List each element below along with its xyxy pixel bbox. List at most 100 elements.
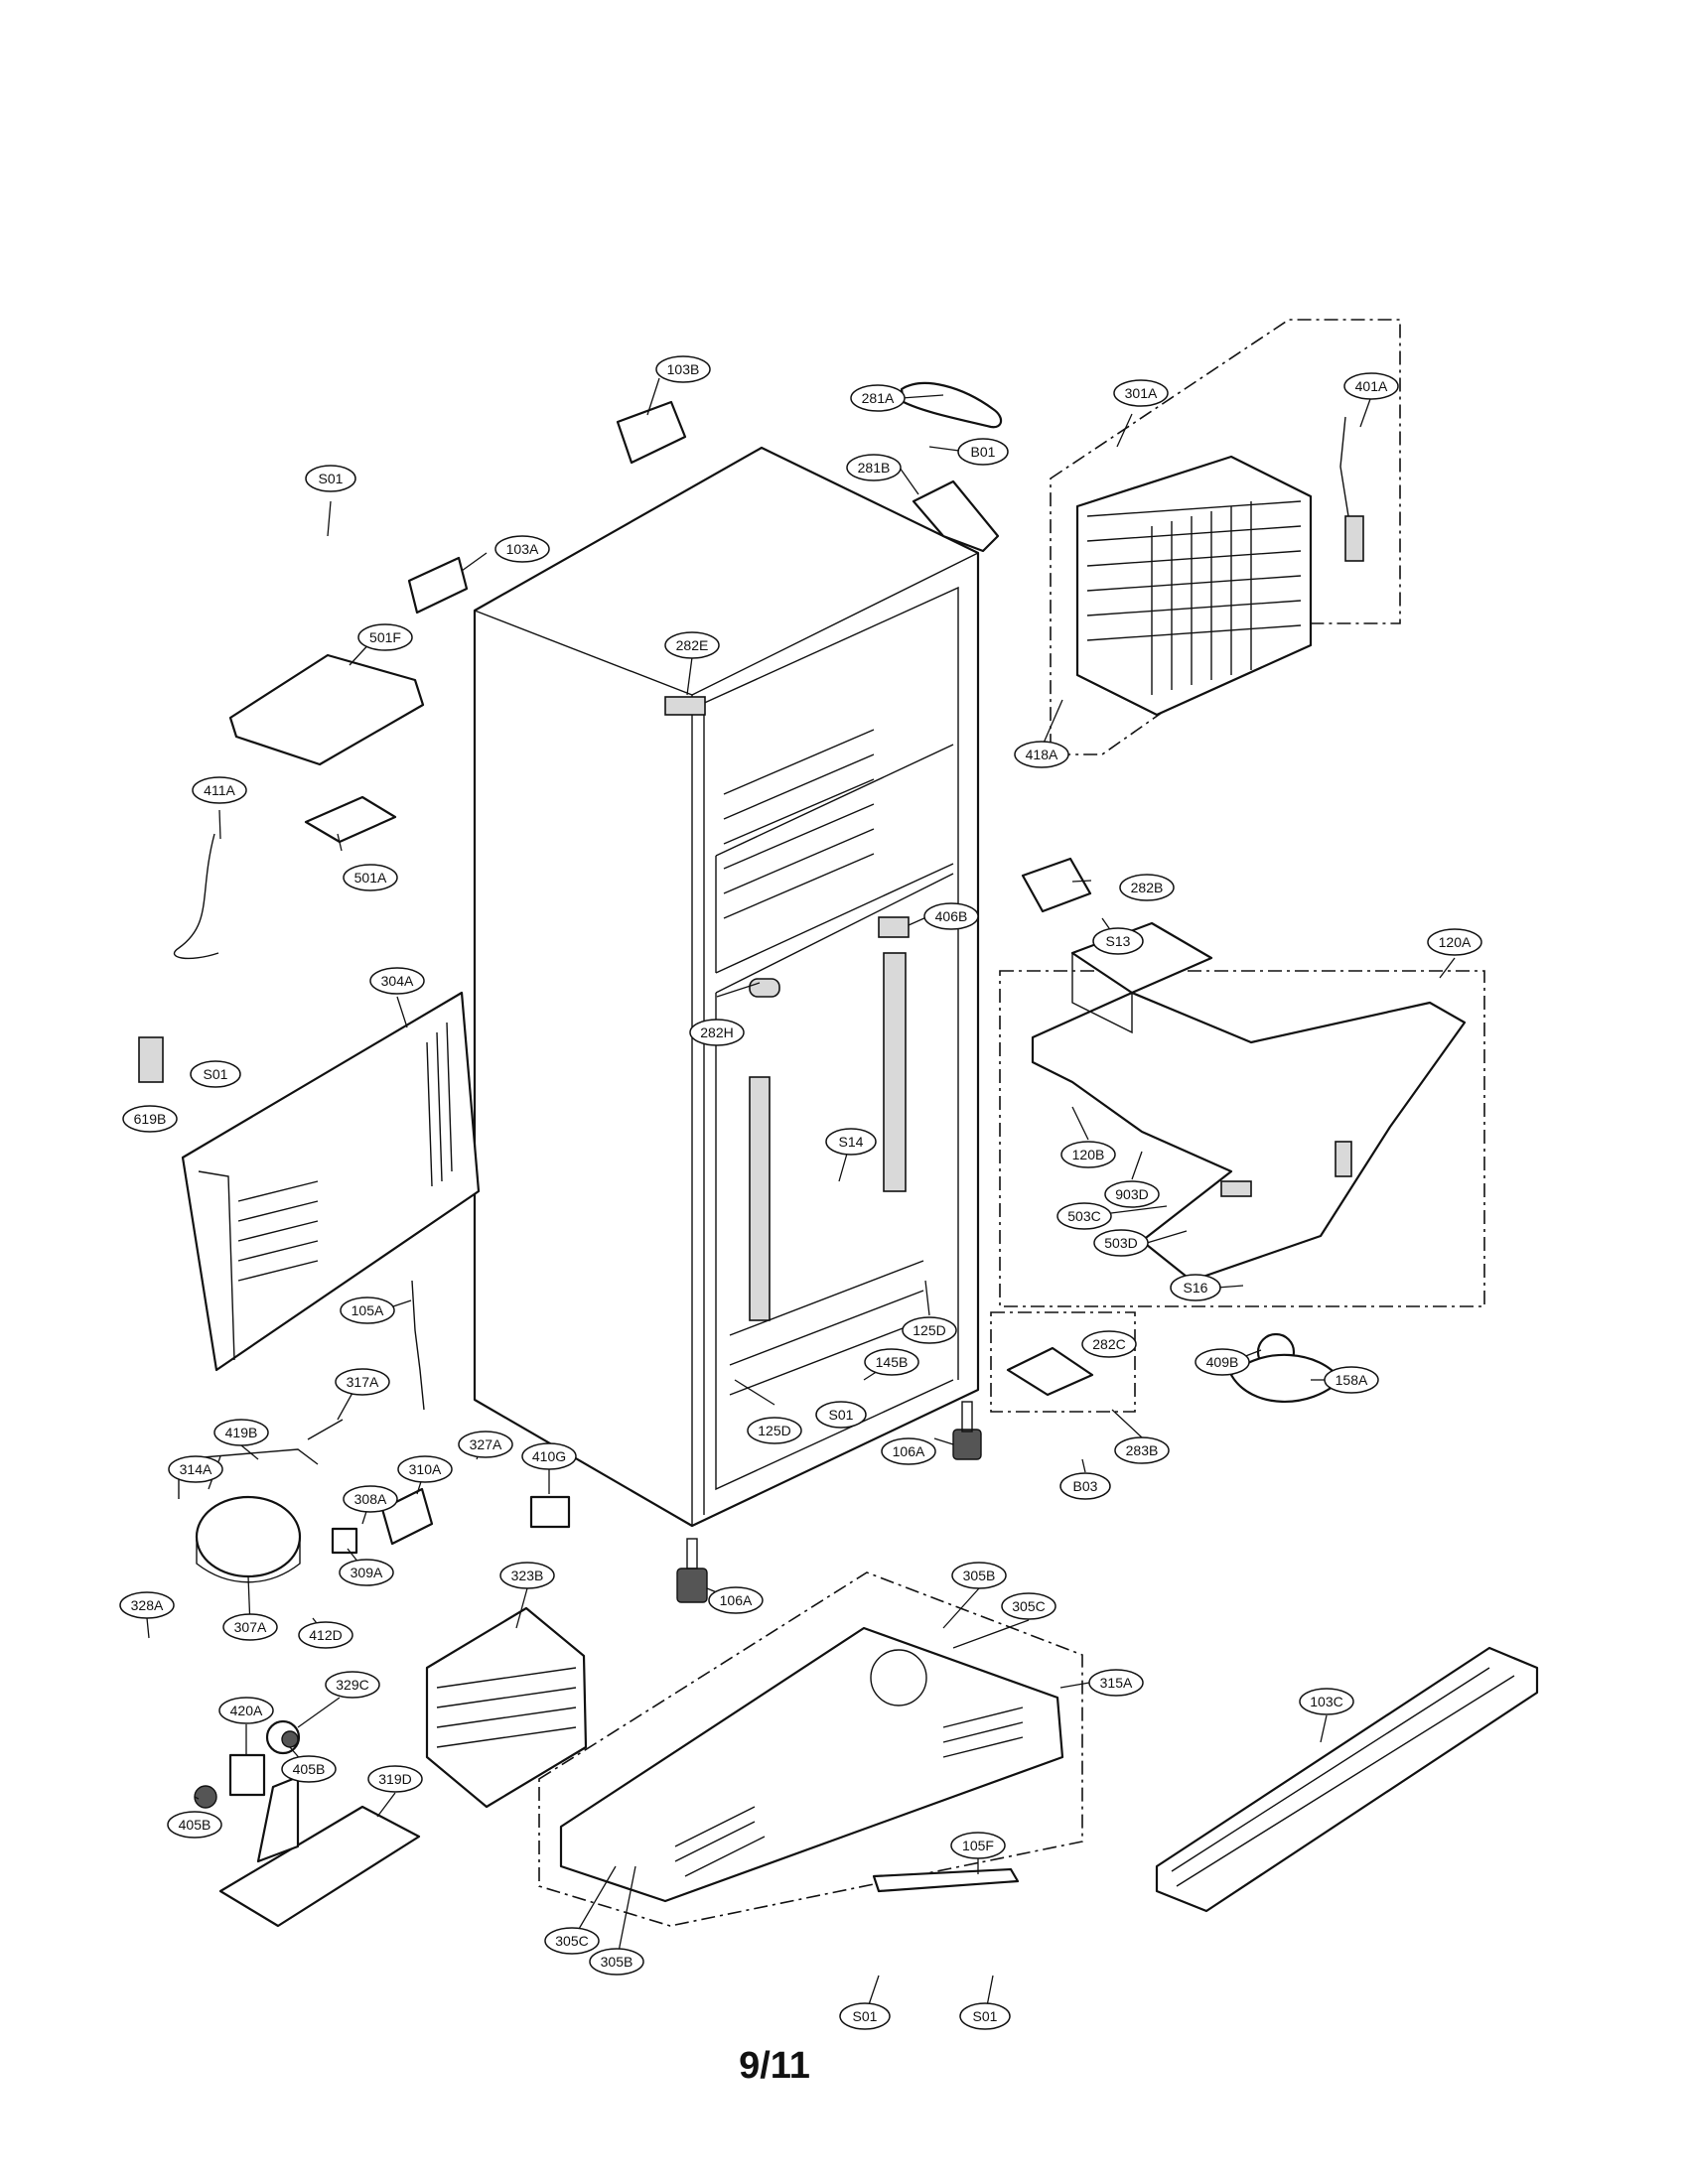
panel-103a <box>407 556 469 614</box>
callout-329C: 329C <box>325 1671 380 1699</box>
svg-text:103B: 103B <box>667 361 700 377</box>
callout-501F: 501F <box>357 623 413 651</box>
svg-text:304A: 304A <box>381 973 414 989</box>
svg-text:405B: 405B <box>293 1761 326 1777</box>
callout-304A: 304A <box>369 967 425 995</box>
callout-120A: 120A <box>1427 928 1482 956</box>
svg-text:106A: 106A <box>893 1443 925 1459</box>
callout-308A: 308A <box>343 1485 398 1513</box>
svg-text:501A: 501A <box>354 870 387 886</box>
svg-text:501F: 501F <box>369 629 401 645</box>
svg-text:106A: 106A <box>720 1592 753 1608</box>
svg-text:327A: 327A <box>470 1436 502 1452</box>
condenser-323b <box>425 1606 588 1809</box>
callout-406B: 406B <box>923 902 979 930</box>
callout-315A: 315A <box>1088 1669 1144 1697</box>
callout-158A: 158A <box>1324 1366 1379 1394</box>
connector-619b <box>138 1036 164 1083</box>
svg-text:328A: 328A <box>131 1597 164 1613</box>
grommet-405b-right <box>281 1730 299 1748</box>
svg-text:282E: 282E <box>676 637 709 653</box>
svg-text:158A: 158A <box>1336 1372 1368 1388</box>
callout-B03: B03 <box>1059 1472 1111 1500</box>
callout-305B-top: 305B <box>951 1562 1007 1589</box>
callout-301A: 301A <box>1113 379 1169 407</box>
svg-text:103C: 103C <box>1310 1694 1342 1709</box>
svg-text:S01: S01 <box>829 1407 854 1423</box>
svg-text:310A: 310A <box>409 1461 442 1477</box>
callout-106A-right: 106A <box>881 1437 936 1465</box>
callout-120B: 120B <box>1060 1141 1116 1168</box>
callout-106A-bottom: 106A <box>708 1586 764 1614</box>
callout-S01-mid: S01 <box>815 1401 867 1429</box>
callout-283B: 283B <box>1114 1436 1170 1464</box>
power-cord-411a <box>173 833 219 960</box>
svg-text:282C: 282C <box>1092 1336 1125 1352</box>
callout-S13: S13 <box>1092 927 1144 955</box>
svg-text:319D: 319D <box>378 1771 411 1787</box>
hinge-cover-281a <box>900 381 1003 429</box>
hinge-282b <box>1021 857 1092 913</box>
callout-503C: 503C <box>1056 1202 1112 1230</box>
callout-S01-top: S01 <box>305 465 356 492</box>
damper-282c <box>1006 1346 1094 1397</box>
panel-103b <box>616 400 687 465</box>
callout-319D: 319D <box>367 1765 423 1793</box>
machine-cover-304a <box>181 991 481 1372</box>
callout-S01-br: S01 <box>959 2002 1011 2030</box>
hinge-281b <box>912 479 1000 553</box>
cover-410g <box>529 1495 571 1529</box>
svg-text:281B: 281B <box>858 460 891 476</box>
callout-323B: 323B <box>499 1562 555 1589</box>
callout-314A: 314A <box>168 1455 223 1483</box>
callout-501A: 501A <box>343 864 398 891</box>
callout-305B-bottom: 305B <box>589 1948 644 1976</box>
svg-text:314A: 314A <box>180 1461 212 1477</box>
svg-text:405B: 405B <box>179 1817 211 1833</box>
svg-text:B03: B03 <box>1073 1478 1098 1494</box>
svg-text:409B: 409B <box>1206 1354 1239 1370</box>
svg-text:411A: 411A <box>204 782 235 798</box>
drain-tube-105a <box>411 1280 425 1411</box>
svg-text:S01: S01 <box>853 2008 878 2024</box>
svg-text:305C: 305C <box>555 1933 588 1949</box>
callout-282H: 282H <box>689 1019 745 1046</box>
compressor-307a <box>195 1495 302 1583</box>
callout-418A: 418A <box>1014 741 1069 768</box>
callout-S14: S14 <box>825 1128 877 1156</box>
svg-text:103A: 103A <box>506 541 539 557</box>
svg-text:301A: 301A <box>1125 385 1158 401</box>
svg-text:105A: 105A <box>352 1302 384 1318</box>
grommet-405b-left <box>194 1785 217 1809</box>
callout-125D-left: 125D <box>747 1417 802 1444</box>
callout-317A: 317A <box>335 1368 390 1396</box>
svg-text:503D: 503D <box>1104 1235 1137 1251</box>
overload-308a <box>331 1527 358 1555</box>
callout-412D: 412D <box>298 1621 353 1649</box>
callout-310A: 310A <box>397 1455 453 1483</box>
drain-pan-319d <box>218 1775 421 1928</box>
callout-411A: 411A <box>192 776 247 804</box>
svg-text:305C: 305C <box>1012 1598 1045 1614</box>
callout-619B: 619B <box>122 1105 178 1133</box>
svg-text:307A: 307A <box>234 1619 267 1635</box>
callout-282B: 282B <box>1119 874 1175 901</box>
svg-text:503C: 503C <box>1067 1208 1100 1224</box>
callout-405B-left: 405B <box>167 1811 222 1839</box>
svg-text:125D: 125D <box>913 1322 945 1338</box>
svg-text:120B: 120B <box>1072 1147 1105 1162</box>
callout-305C-top: 305C <box>1001 1592 1056 1620</box>
svg-text:282H: 282H <box>700 1024 733 1040</box>
fan-motor-420a <box>228 1753 266 1797</box>
svg-text:S01: S01 <box>973 2008 998 2024</box>
callout-419B: 419B <box>213 1419 269 1446</box>
svg-text:323B: 323B <box>511 1568 544 1583</box>
svg-text:619B: 619B <box>134 1111 167 1127</box>
svg-text:S14: S14 <box>839 1134 864 1150</box>
svg-text:282B: 282B <box>1131 880 1164 895</box>
base-plate-315a <box>559 1626 1064 1903</box>
callout-305C-bottom: 305C <box>544 1927 600 1955</box>
svg-text:305B: 305B <box>963 1568 996 1583</box>
callout-328A: 328A <box>119 1591 175 1619</box>
svg-text:315A: 315A <box>1100 1675 1133 1691</box>
